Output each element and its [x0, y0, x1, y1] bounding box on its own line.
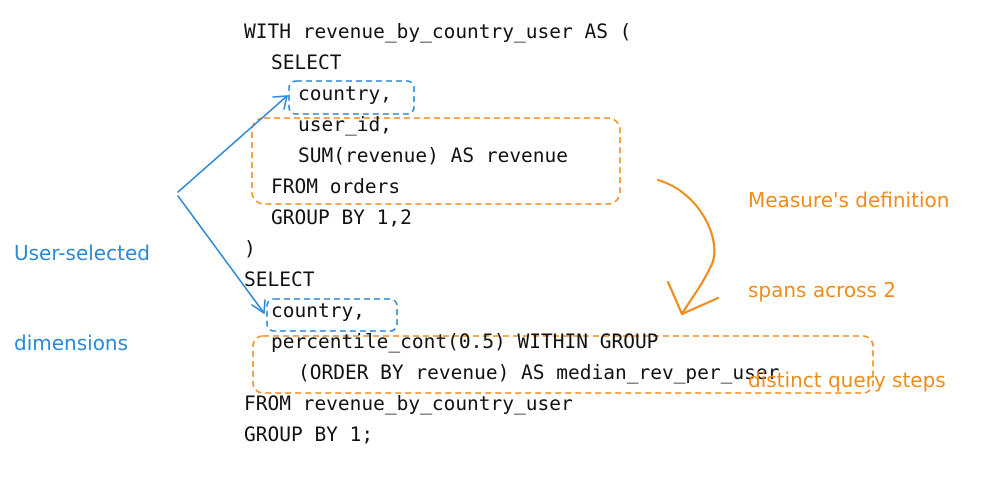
code-line: SUM(revenue) AS revenue	[298, 144, 569, 167]
measure-arrow-head	[666, 280, 720, 316]
code-line: SELECT	[244, 268, 315, 291]
arrow-to-cte-dimension	[177, 95, 288, 193]
arrow-to-cte-dimension-head	[272, 95, 288, 110]
arrow-to-outer-dimension	[177, 195, 265, 314]
code-line: )	[244, 237, 256, 260]
code-line: GROUP BY 1;	[244, 423, 374, 446]
measure-annotation: Measure's definition spans across 2 dist…	[748, 125, 949, 455]
dimension-arrows	[177, 95, 288, 314]
measure-annotation-line: distinct query steps	[748, 368, 946, 392]
code-line: (ORDER BY revenue) AS median_rev_per_use…	[298, 361, 780, 384]
code-line: WITH revenue_by_country_user AS (	[244, 20, 632, 43]
code-line: user_id,	[298, 113, 392, 136]
dimensions-annotation: User-selected dimensions	[14, 178, 150, 418]
code-line: FROM revenue_by_country_user	[244, 392, 573, 415]
arrow-to-outer-dimension-head	[251, 299, 266, 314]
measure-arrow	[656, 178, 720, 316]
dimensions-annotation-line: User-selected	[14, 241, 150, 265]
code-line: country,	[298, 82, 392, 105]
code-line: FROM orders	[271, 175, 401, 198]
code-line: country,	[271, 299, 365, 322]
code-line: GROUP BY 1,2	[271, 206, 412, 229]
dimension-box-cte	[288, 80, 415, 115]
dimension-box-outer	[266, 298, 398, 332]
measure-box-outer	[252, 335, 874, 394]
dimensions-annotation-line: dimensions	[14, 331, 129, 355]
measure-annotation-line: spans across 2	[748, 278, 897, 302]
code-line: SELECT	[271, 51, 342, 74]
code-line: percentile_cont(0.5) WITHIN GROUP	[271, 330, 659, 353]
measure-box-cte	[251, 117, 621, 205]
measure-annotation-line: Measure's definition	[748, 188, 950, 212]
measure-arrow-curve	[656, 178, 716, 316]
